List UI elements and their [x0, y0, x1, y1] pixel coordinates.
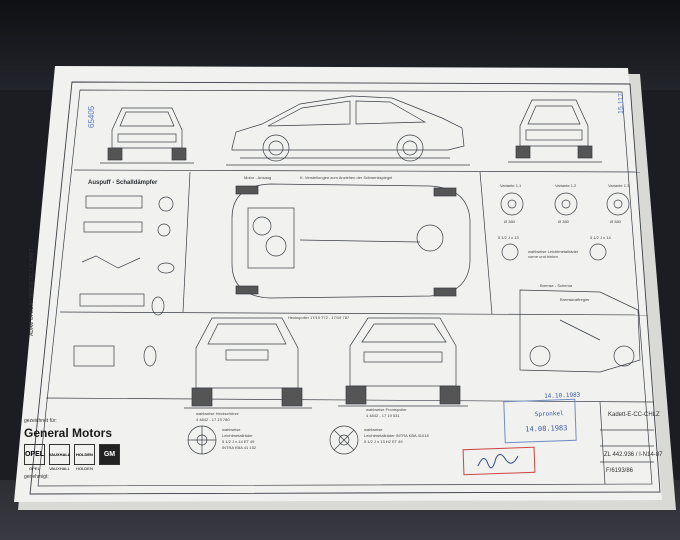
wheel-size-right: 5 1/2 J x 14 [590, 235, 611, 240]
brake-scheme [519, 289, 641, 373]
wheel-right-title: wahlweise [364, 427, 383, 432]
variant-dim-2: Ø 380 [558, 219, 569, 224]
top-view-label: Motor - Ansaug [244, 175, 272, 180]
red-stamp [462, 446, 536, 476]
stamp-line-2: Spronkel [534, 410, 564, 419]
row-divider-1 [73, 169, 641, 173]
brand-name: General Motors [24, 426, 113, 440]
approval-stamp: 14.10.1983 Spronkel 14.08.1983 [503, 392, 580, 444]
front-spoiler-label: wahlweise Frontspoiler [366, 407, 407, 412]
row-divider-2 [59, 311, 649, 316]
gm-logo-icon: GM [99, 444, 120, 465]
drawn-for-label: gezeichnet für: [24, 418, 57, 424]
wheel-right-line-1: Leichtmetallräder INTRA KBA 41018 [364, 433, 429, 438]
drawing-number: 65405 [87, 105, 96, 128]
brake-regulator-label: Bremskraftregler [560, 297, 590, 302]
approved-label: genehmigt: [24, 474, 49, 480]
logo-labels: OPEL VAUXHALL HOLDEN [24, 466, 134, 471]
corner-id: 15.117 [618, 93, 625, 114]
wheel-left-line-2: 5 1/2 J x 14 ET 49 [222, 439, 255, 444]
stamp-line-1: 14.10.1983 [544, 391, 581, 400]
logo-label-vauxhall: VAUXHALL [49, 466, 70, 471]
rear-spoiler-code: 4 4842 - 17 19 780 [196, 417, 230, 422]
wheel-left-line-1: Leichtmetallräder [222, 433, 253, 438]
sheet-code: F/6193/86 [606, 468, 634, 474]
holden-logo-icon: HOLDEN [74, 444, 95, 465]
stamp-line-3: 14.08.1983 [525, 424, 568, 434]
wheel-right-line-2: 5 1/2 J x 13 H2 ET 49 [364, 439, 403, 444]
brake-scheme-label: Bremse - Schema [540, 283, 573, 288]
model-name: Kadett-E-CC-CHLZ [608, 412, 660, 418]
logo-row: OPEL VAUXHALL HOLDEN GM [24, 444, 134, 465]
side-view-car [226, 95, 470, 166]
outer-frame [29, 81, 661, 495]
logo-label-gm [99, 466, 120, 471]
variant-dim-1: Ø 380 [504, 219, 515, 224]
variant-dim-3: Ø 380 [610, 219, 621, 224]
top-view-car [231, 183, 471, 299]
variant-2: Variante 1.2 [555, 183, 577, 188]
manufacturer-block: gezeichnet für: General Motors OPEL VAUX… [24, 418, 134, 480]
front-spoiler-code: 4 4842 - 17 19 531 [366, 413, 400, 418]
signature [477, 454, 519, 469]
company-vertical: ADAM OPEL AKTIENGESELLSCHAFT [29, 248, 35, 336]
roof-label: K. Verstellungen zum Anziehen der Schwen… [300, 175, 393, 180]
rear-spoiler-view: Heckspoiler 17/19 772 - 17/19 787 [288, 315, 350, 320]
logo-label-opel: OPEL [29, 466, 40, 471]
exhaust-title: Auspuff - Schalldämpfer [88, 180, 158, 186]
steering-variants [500, 192, 630, 261]
wheel-drawings [187, 425, 359, 455]
rear-view-bottom [184, 317, 312, 409]
front-view-top [508, 99, 602, 163]
exhaust-parts [73, 195, 175, 367]
wheel-size-left: 5 1/2 J x 13 [498, 235, 519, 240]
optional-wheels-label: wahlweise Leichtmetallräder vorne und hi… [528, 249, 579, 259]
rear-spoiler-label: wahlweise Heckschürze [196, 411, 239, 416]
vauxhall-logo-icon: VAUXHALL [49, 444, 70, 465]
title-block-divider [599, 401, 606, 485]
variant-1: Variante 1.1 [500, 183, 522, 188]
front-view-bottom [338, 317, 468, 407]
variant-3: Variante 1.3 [608, 183, 630, 188]
wheel-left-title: wahlweise [222, 427, 241, 432]
logo-label-holden: HOLDEN [76, 466, 93, 471]
column-divider-right [479, 171, 493, 315]
wheel-left-line-3: INTRA KBA 41 152 [222, 445, 257, 450]
opel-logo-icon: OPEL [24, 444, 45, 465]
drawing-code: ZL 442.936 / I-N14-87 [604, 452, 663, 458]
rear-view-top [100, 107, 194, 164]
inner-frame [37, 89, 653, 487]
column-divider-left [182, 171, 191, 313]
